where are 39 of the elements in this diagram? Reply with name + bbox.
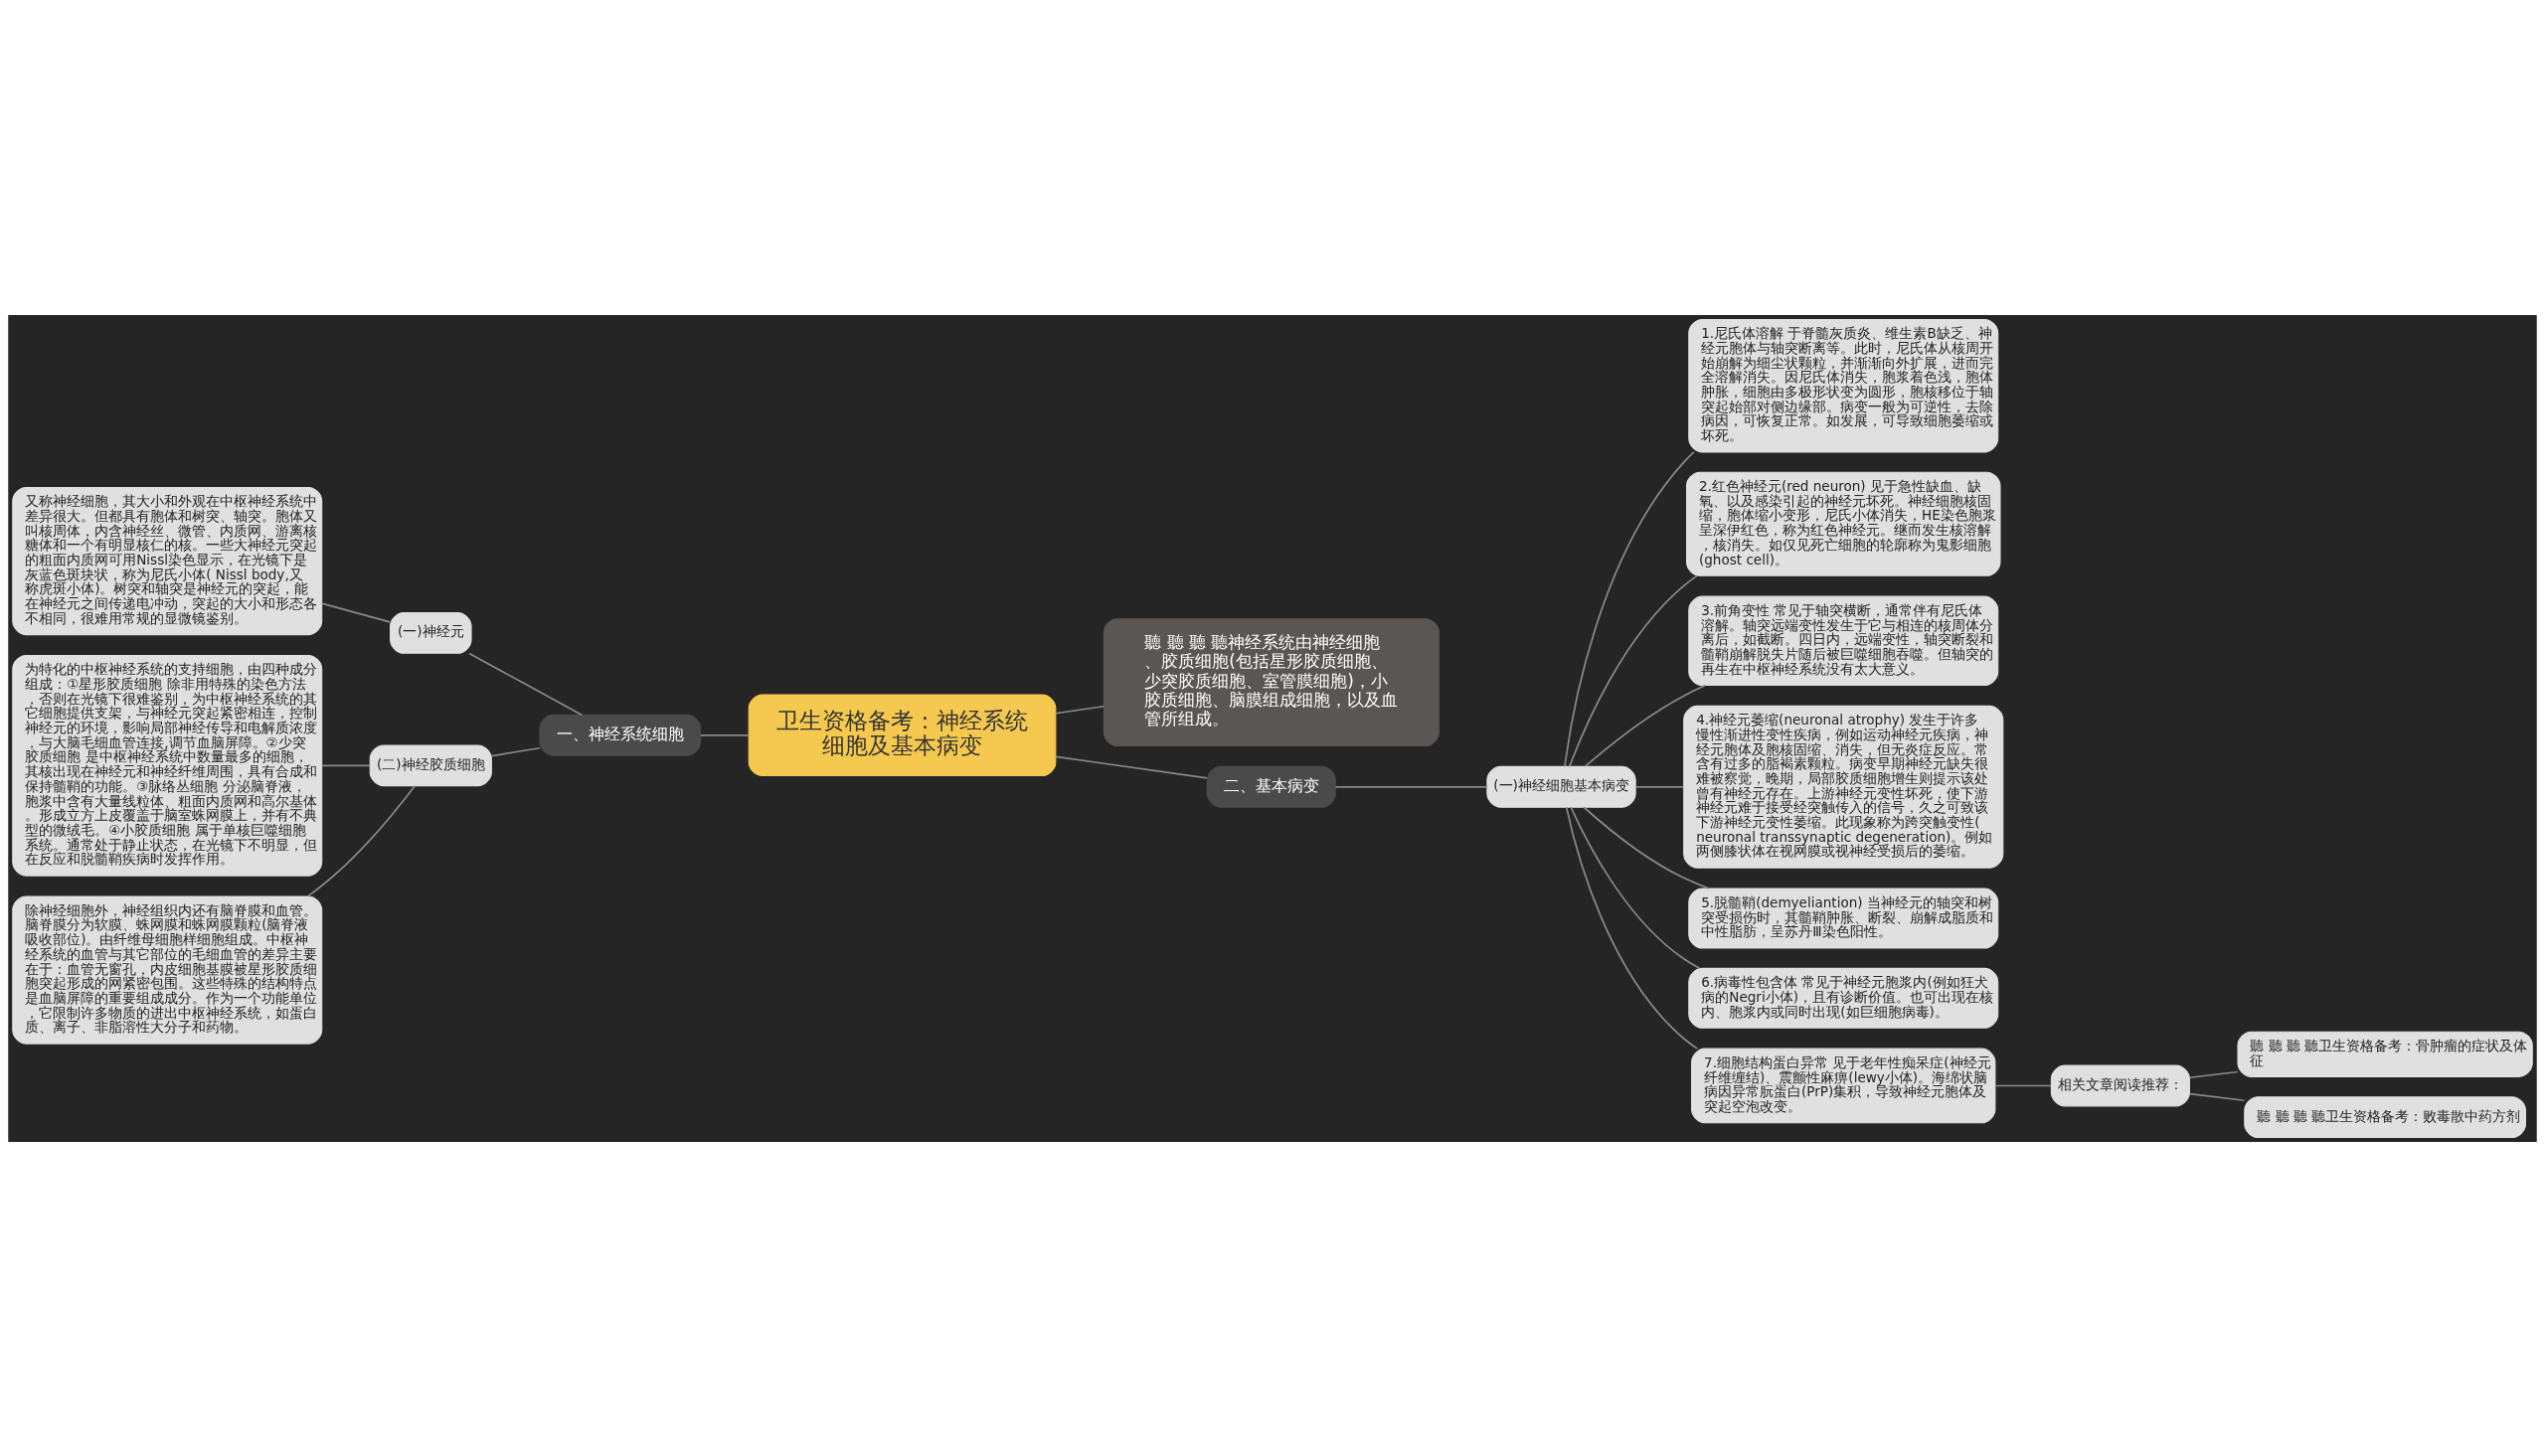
- connector: [320, 763, 372, 766]
- node-box: 7.细胞结构蛋白异常 见于老年性痴呆症(神经元纤维缠结)、震颤性麻痹(lewy小体)。海绵状脑病因异常朊蛋白(PrP)集积，导致神经元胞体及突起空泡改变。: [1691, 1048, 1996, 1123]
- connector: [320, 601, 391, 623]
- node-box: 2.红色神经元(red neuron) 见于急性缺血、缺氧、以及感染引起的神经元坏死。神经细胞核固缩，胞体缩小变形，尼氏小体消失，HE染色胞浆呈深伊红色，称为红色神经元。继而发生核溶解，核消失。如仅见死亡细胞的轮廓称为鬼影细胞(ghost cell)。: [1686, 471, 2001, 576]
- node-box: 除神经细胞外，神经组织内还有脑脊膜和血管。脑脊膜分为软膜、蛛网膜和蛛网膜颗粒(脑脊液吸收部位)。由纤维母细胞样细胞组成。中枢神经系统的血管与其它部位的毛细血管的差异主要在于：血管无窗孔，内皮细胞基膜被星形胶质细胞突起形成的网紧密包围。这些特殊的结构特点是血脑屏障的重要组成成分。作为一个功能单位，它限制许多物质的进出中枢神经系统，如蛋白质、离子、非脂溶性大分子和药物。: [12, 894, 323, 1045]
- node-box: 4.神经元萎缩(neuronal atrophy) 发生于许多慢性渐进性变性疾病，例如运动神经元疾病，神经元胞体及胞核固缩、消失，但无炎症反应。常含有过多的脂褐素颗粒。病变早期神经元缺失很难被察觉，晚期，局部胶质细胞增生则提示该处曾有神经元存在。上游神经元变性坏死，使下游神经元难于接受经突触传入的信号，久之可致该下游神经元变性萎缩。此现象称为跨突触变性(neuronal transsynaptic degeneration)。例如两侧膝状体在视网膜或视神经受损后的萎缩。: [1683, 705, 2004, 869]
- connector: [468, 652, 584, 716]
- connector: [2188, 1070, 2239, 1078]
- node-box: 二、基本病变: [1206, 765, 1336, 808]
- connector: [1584, 684, 1707, 767]
- connector: [1055, 755, 1208, 779]
- node-box: 又称神经细胞，其大小和外观在中枢神经系统中差异很大。但都具有胞体和树突、轴突。胞体又叫核周体，内含神经丝、微管、内质网、游离核糖体和一个有明显核仁的核。一些大神经元突起的粗面内质网可用Nissl染色显示，在光镜下是灰蓝色斑块状，称为尼氏小体( Nissl body,又称虎斑小体)。树突和轴突是神经元的突起，能在神经元之间传递电冲动，突起的大小和形态各不相同，很难用常规的显微镜鉴别。: [12, 486, 323, 635]
- connector: [306, 784, 416, 897]
- node-box: 聽 聽 聽 聽神经系统由神经细胞、胶质细胞(包括星形胶质细胞、少突胶质细胞、室管膜细胞)，小胶质细胞、脑膜组成细胞，以及血管所组成。: [1103, 617, 1440, 746]
- node-box: (二)神经胶质细胞: [369, 743, 492, 786]
- node-box: 相关文章阅读推荐：: [2050, 1064, 2190, 1106]
- node-box: 1.尼氏体溶解 于脊髓灰质炎、维生素B缺乏、神经元胞体与轴突断离等。此时，尼氏体从核周开始崩解为细尘状颗粒，并渐渐向外扩展，进而完全溶解消失。因尼氏体消失，胞浆着色浅，胞体肿胀，细胞由多极形状变为圆形，胞核移位于轴突起始部对侧边缘部。病变一般为可逆性，去除病因，可恢复正常。如发展，可导致细胞萎缩或坏死。: [1688, 318, 1999, 452]
- node-box: (一)神经细胞基本病变: [1486, 765, 1636, 808]
- node-box: 卫生资格备考：神经系统细胞及基本病变: [748, 694, 1057, 776]
- connector: [699, 733, 750, 736]
- connector: [1565, 805, 1699, 1050]
- connector: [1994, 1084, 2052, 1086]
- node-box: 聽 聽 聽 聽卫生资格备考：败毒散中药方剂: [2244, 1095, 2526, 1138]
- node-box: 为特化的中枢神经系统的支持细胞，由四种成分组成：①星形胶质细胞 除非用特殊的染色方法，否则在光镜下很难鉴别，为中枢神经系统的其它细胞提供支架，与神经元突起紧密相连，控制神经元的环境，影响局部神经传导和电解质浓度，与大脑毛细血管连接,调节血脑屏障。②少突胶质细胞 是中枢神经系统中数量最多的细胞，其核出现在神经元和神经纤维周围，具有合成和保持髓鞘的功能。③脉络丛细胞 分泌脑脊液，胞浆中含有大量线粒体、粗面内质网和高尔基体。形成立方上皮覆盖于脑室蛛网膜上，并有不典型的微绒毛。④小胶质细胞 属于单核巨噬细胞系统。通常处于静止状态，在光镜下不明显，但在反应和脱髓鞘疾病时发挥作用。: [12, 654, 323, 877]
- node-box: 5.脱髓鞘(demyeliantion) 当神经元的轴突和树突受损伤时，其髓鞘肿胀、断裂、崩解成脂质和中性脂肪，呈苏丹Ⅲ染色阳性。: [1688, 888, 1999, 949]
- node-box: (一)神经元: [390, 611, 472, 654]
- connector: [1634, 785, 1685, 788]
- node-box: 6.病毒性包含体 常见于神经元胞浆内(例如狂犬病的Negri小体)，且有诊断价值。也可出现在核内、胞浆内或同时出现(如巨细胞病毒)。: [1688, 967, 1999, 1029]
- connector: [490, 746, 541, 756]
- node-box: 聽 聽 聽 聽卫生资格备考：骨肿瘤的症状及体征: [2237, 1031, 2533, 1077]
- connector: [1583, 805, 1710, 890]
- connector: [1564, 450, 1695, 767]
- node-box: 3.前角变性 常见于轴突横断，通常伴有尼氏体溶解。轴突远端变性发生于它与相连的核周体分离后，如截断。四日内，远端变性，轴突断裂和髓鞘崩解脱失片随后被巨噬细胞吞噬。但轴突的再生在中枢神经系统没有太大意义。: [1688, 595, 1999, 686]
- connector: [1569, 574, 1698, 767]
- connector: [2188, 1092, 2246, 1101]
- connector: [1055, 705, 1105, 715]
- connector: [1570, 805, 1701, 969]
- connector: [1334, 785, 1488, 788]
- node-box: 一、神经系统细胞: [539, 714, 702, 756]
